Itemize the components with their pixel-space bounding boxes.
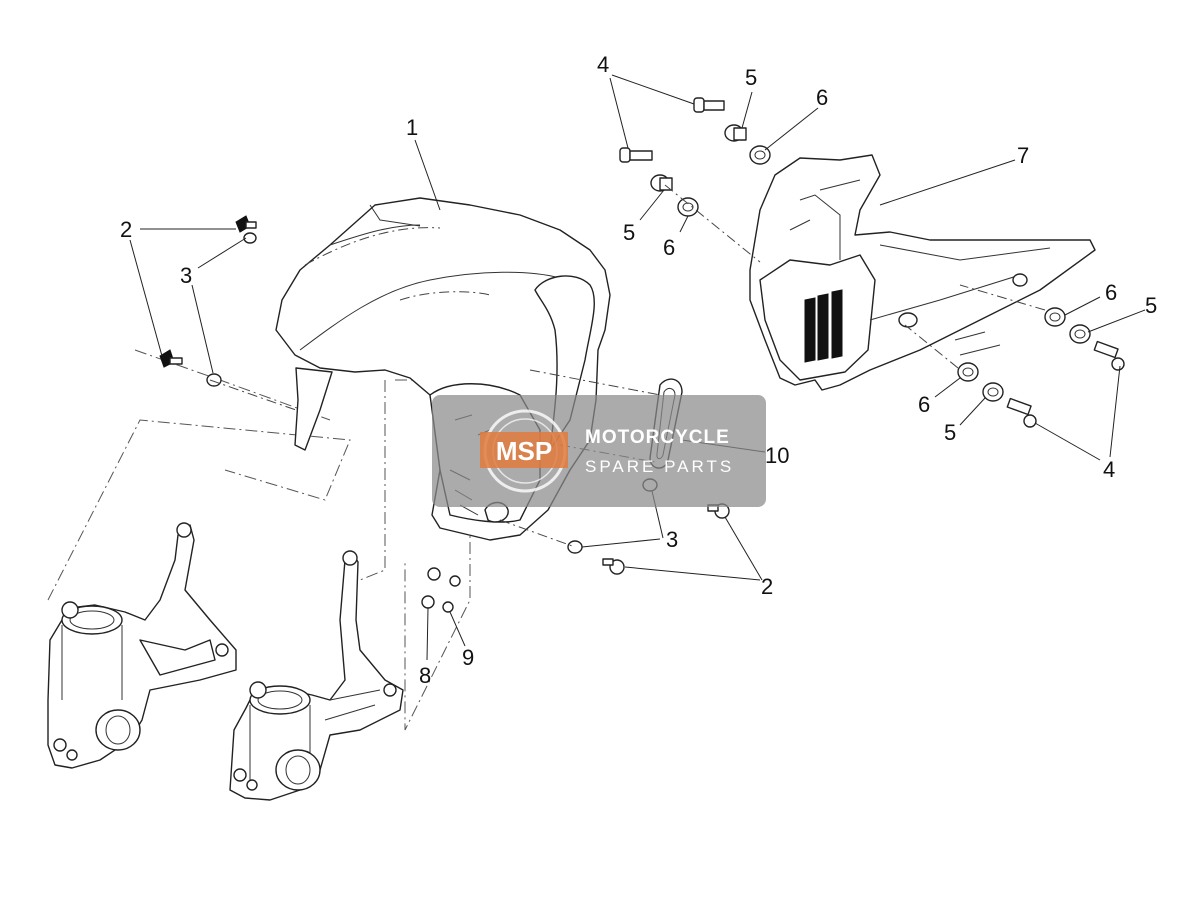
callout-labels: 1 2 3 4 5 6 7 5 6 6 5 6 5 10 4 3 2 9 8: [120, 52, 1157, 688]
fairing-hardware: [619, 97, 1125, 428]
watermark-title: MOTORCYCLE: [585, 427, 730, 448]
fork-clamp-left: [47, 522, 237, 769]
callout-2-left: 2: [120, 217, 132, 242]
watermark-logo-text: MSP: [496, 436, 552, 466]
callout-9: 9: [462, 645, 474, 670]
callout-1: 1: [406, 115, 418, 140]
fork-clamp-right: [229, 550, 404, 801]
callout-7: 7: [1017, 143, 1029, 168]
callout-3-right: 3: [666, 527, 678, 552]
callout-6-bottom: 6: [918, 392, 930, 417]
leader-lines: [129, 74, 1146, 661]
callout-3-left: 3: [180, 263, 192, 288]
callout-4-bottom: 4: [1103, 457, 1115, 482]
callout-10: 10: [765, 443, 789, 468]
callout-5-mid: 5: [623, 220, 635, 245]
callout-4-top: 4: [597, 52, 609, 77]
callout-6-top: 6: [816, 85, 828, 110]
callout-6-right: 6: [1105, 280, 1117, 305]
callout-5-right: 5: [1145, 293, 1157, 318]
callout-5-top: 5: [745, 65, 757, 90]
headlight-fairing: [749, 154, 1096, 391]
callout-6-mid: 6: [663, 235, 675, 260]
callout-2-right: 2: [761, 574, 773, 599]
callout-5-bottom: 5: [944, 420, 956, 445]
watermark-subtitle: SPARE PARTS: [585, 457, 734, 476]
watermark: MSP MOTORCYCLE SPARE PARTS: [432, 395, 766, 507]
callout-8: 8: [419, 663, 431, 688]
